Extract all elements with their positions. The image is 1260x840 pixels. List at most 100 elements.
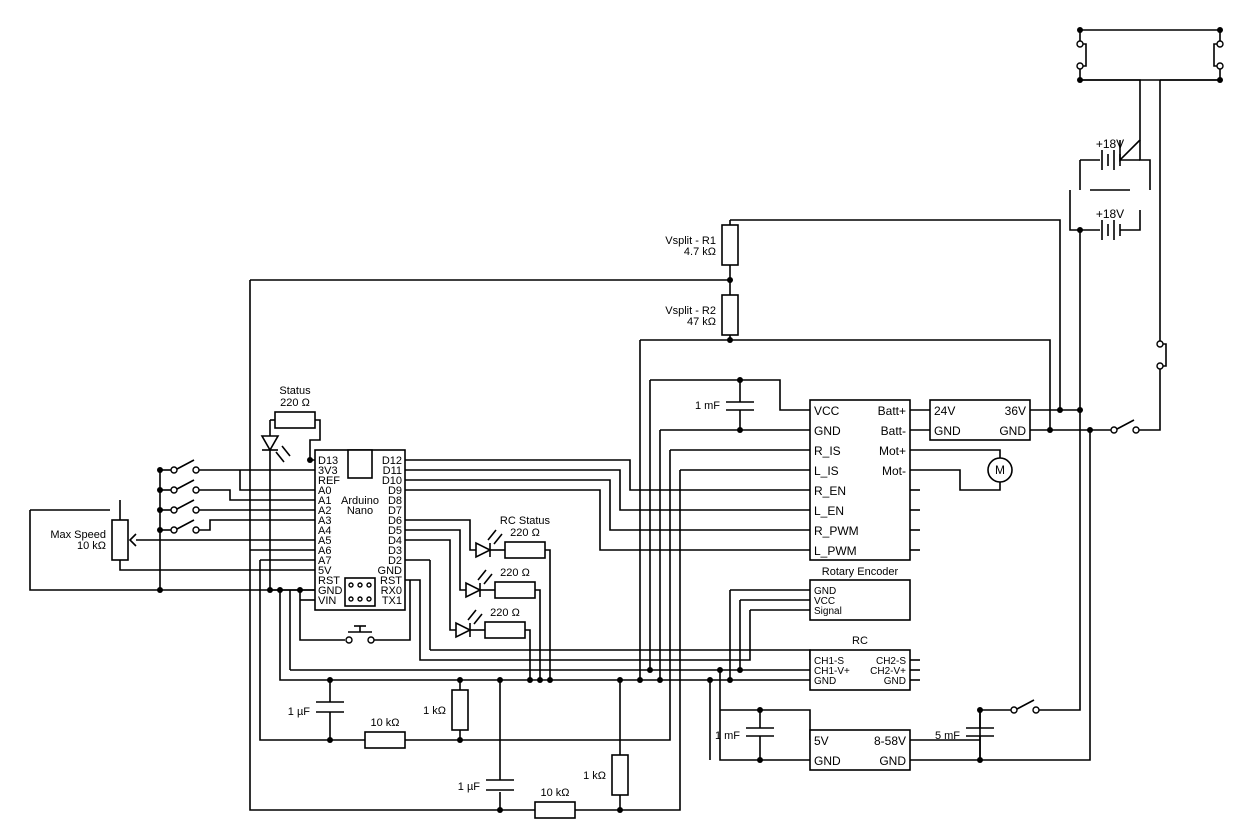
rc-ch1-s: CH1-S: [814, 656, 844, 667]
rotary-encoder: Rotary Encoder GND VCC Signal: [809, 566, 911, 621]
filter1-r10k: [364, 731, 406, 749]
filter2-r10k-label: 10 kΩ: [540, 787, 569, 799]
pin-5v: 5V: [318, 565, 332, 577]
buck-output-capacitor-label: 5 mF: [935, 730, 960, 742]
status-led: Status 220 Ω: [260, 385, 316, 463]
filter1-r10k-label: 10 kΩ: [370, 717, 399, 729]
rc-gnd-right: GND: [884, 676, 906, 687]
driver-pin-mot-pos: Mot+: [879, 444, 906, 458]
status-resistor-label: 220 Ω: [280, 397, 310, 409]
filter2-r1k-label: 1 kΩ: [583, 770, 606, 782]
buck-input-capacitor: 1 mF: [715, 727, 774, 742]
pin-d3: D3: [388, 545, 402, 557]
converter-out-pos: 36V: [1005, 404, 1026, 418]
pin-rx0: RX0: [381, 585, 402, 597]
pin-a1: A1: [318, 495, 331, 507]
battery-2-label: +18V: [1096, 207, 1124, 221]
buck-out-pos: 5V: [814, 734, 829, 748]
rc-gnd-left: GND: [814, 676, 836, 687]
pin-rst-right: RST: [380, 575, 402, 587]
driver-pin-gnd: GND: [814, 424, 841, 438]
led-3: 220 Ω: [455, 607, 526, 639]
status-resistor: [274, 411, 316, 429]
driver-pin-l-en: L_EN: [814, 504, 844, 518]
terminal-node: [1216, 62, 1224, 70]
converter-in-gnd: GND: [934, 424, 961, 438]
driver-pin-batt-pos: Batt+: [878, 404, 906, 418]
arduino-nano: Arduino Nano D13 3V3 REF A0 A1 A2 A3 A4 …: [314, 449, 406, 611]
rc-status-label: RC Status: [500, 515, 551, 527]
rc-title: RC: [852, 635, 868, 647]
motor-driver: VCC GND R_IS L_IS R_EN L_EN R_PWM L_PWM …: [809, 399, 911, 561]
pin-a4: A4: [318, 525, 331, 537]
driver-pin-batt-neg: Batt-: [881, 424, 906, 438]
wires: [29, 29, 1221, 811]
input-switches: [170, 459, 200, 534]
filter1-r1k-label: 1 kΩ: [423, 705, 446, 717]
pot-value: 10 kΩ: [77, 540, 106, 552]
rc-status-resistor: [504, 541, 546, 559]
buck-out-gnd: GND: [814, 754, 841, 768]
pin-a0: A0: [318, 485, 331, 497]
pin-rst-left: RST: [318, 575, 340, 587]
side-connector: [1156, 340, 1167, 370]
led-2-resistor: [494, 581, 536, 599]
pin-d9: D9: [388, 485, 402, 497]
pin-vin: VIN: [318, 595, 336, 607]
buck-input-capacitor-label: 1 mF: [715, 730, 740, 742]
filter2-r1k: [611, 754, 629, 796]
pin-tx1: TX1: [382, 595, 402, 607]
encoder-title: Rotary Encoder: [822, 566, 899, 578]
driver-pin-r-pwm: R_PWM: [814, 524, 859, 538]
pin-d8: D8: [388, 495, 402, 507]
driver-capacitor-label: 1 mF: [695, 400, 720, 412]
arduino-name-1: Arduino: [341, 495, 379, 507]
motor: M: [987, 457, 1013, 483]
junction-dots: [157, 227, 1093, 813]
boost-converter: 24V 36V GND GND: [929, 399, 1031, 441]
filter-1: 1 µF 10 kΩ 1 kΩ: [288, 689, 469, 749]
buck-switch: [1010, 699, 1040, 714]
reset-button: [345, 625, 375, 644]
converter-out-gnd: GND: [999, 424, 1026, 438]
led-2: 220 Ω: [465, 567, 536, 599]
driver-pin-mot-neg: Mot-: [882, 464, 906, 478]
pin-d2: D2: [388, 555, 402, 567]
vsplit-r2: Vsplit - R2 47 kΩ: [665, 294, 739, 336]
encoder-pin-vcc: VCC: [814, 596, 835, 607]
pin-a7: A7: [318, 555, 331, 567]
driver-pin-vcc: VCC: [814, 404, 840, 418]
driver-pin-r-is: R_IS: [814, 444, 841, 458]
filter-2: 1 µF 10 kΩ 1 kΩ: [458, 754, 629, 819]
pin-a6: A6: [318, 545, 331, 557]
buck-in-pos: 8-58V: [874, 734, 906, 748]
battery-2: +18V: [1096, 207, 1124, 240]
led-3-resistor: [484, 621, 526, 639]
buck-in-gnd: GND: [879, 754, 906, 768]
rc-ch2-v: CH2-V+: [870, 666, 906, 677]
vsplit-r1-name: Vsplit - R1: [665, 235, 716, 247]
max-speed-potentiometer: Max Speed 10 kΩ: [50, 519, 137, 561]
encoder-pin-gnd: GND: [814, 586, 836, 597]
filter2-r10k: [534, 801, 576, 819]
pin-a2: A2: [318, 505, 331, 517]
pin-3v3: 3V3: [318, 465, 338, 477]
driver-pin-l-is: L_IS: [814, 464, 839, 478]
vsplit-r1: Vsplit - R1 4.7 kΩ: [665, 224, 739, 266]
vsplit-r2-name: Vsplit - R2: [665, 305, 716, 317]
driver-pin-l-pwm: L_PWM: [814, 544, 857, 558]
pin-d6: D6: [388, 515, 402, 527]
buck-converter: 5V 8-58V GND GND: [809, 729, 911, 771]
filter2-cap-label: 1 µF: [458, 781, 481, 793]
led-3-resistor-label: 220 Ω: [490, 607, 520, 619]
pin-gnd-right: GND: [378, 565, 403, 577]
pin-d12: D12: [382, 455, 402, 467]
arduino-name-2: Nano: [347, 505, 373, 517]
pin-d10: D10: [382, 475, 402, 487]
top-power-connector: [1076, 27, 1224, 83]
pin-d7: D7: [388, 505, 402, 517]
rc-status-led: RC Status 220 Ω: [475, 515, 551, 559]
driver-capacitor: 1 mF: [695, 400, 754, 412]
rc-ch1-v: CH1-V+: [814, 666, 850, 677]
